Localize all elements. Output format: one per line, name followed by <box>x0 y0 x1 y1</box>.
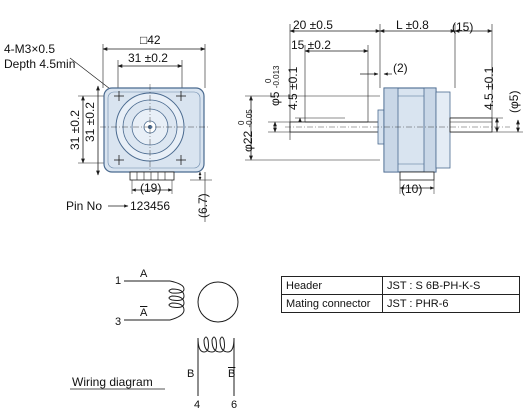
pin-6-label: 6 <box>231 399 238 411</box>
wiring-title: Wiring diagram <box>72 375 153 389</box>
hole-note-line2: Depth 4.5min <box>4 57 76 71</box>
shaft-dia-label: φ5 -0.013 <box>268 66 284 107</box>
hole-note-line1: 4-M3×0.5 <box>4 42 56 56</box>
connector-side <box>399 171 435 181</box>
pin-1-label: 1 <box>115 275 122 287</box>
phase-a-bar-label: A <box>140 307 148 319</box>
spec-value: JST : S 6B-PH-K-S <box>382 276 520 295</box>
flat-depth-label: 4.5 ±0.1 <box>286 66 300 110</box>
rear-length-label: (15) <box>452 20 474 34</box>
phase-a-label: A <box>140 268 148 280</box>
connector-offset-label: (6.7) <box>196 193 210 218</box>
phase-b-label: B <box>187 368 195 380</box>
hole-pitch-v-label-inner: 31 ±0.2 <box>83 102 97 142</box>
wiring-schematic <box>124 280 239 396</box>
flange-thickness-label: (2) <box>393 61 408 75</box>
front-view <box>69 44 212 222</box>
pin-no-label: Pin No <box>66 199 103 213</box>
pin-4-label: 4 <box>194 399 201 411</box>
shaft-dia-tol-top: 0 <box>264 78 273 83</box>
spec-table: Header JST : S 6B-PH-K-S Mating connecto… <box>281 276 520 313</box>
shaft-dia-tol-bottom: -0.013 <box>272 65 281 89</box>
hole-pitch-v-label-outer: 31 ±0.2 <box>68 110 82 150</box>
spec-label: Mating connector <box>281 294 383 313</box>
boss-dia-tol-top: 0 <box>237 120 246 125</box>
spec-label: Header <box>281 276 383 295</box>
table-row: Header JST : S 6B-PH-K-S <box>281 276 520 295</box>
hole-pitch-h-label: 31 ±0.2 <box>128 51 168 65</box>
shaft-dia-value: φ5 <box>268 91 282 106</box>
flat-length-label: 15 ±0.2 <box>291 38 331 52</box>
body-length-label: L ±0.8 <box>396 18 429 32</box>
pin-numbers-label: 123456 <box>130 199 171 213</box>
connector-width-label: (19) <box>140 181 162 195</box>
table-row: Mating connector JST : PHR-6 <box>281 294 520 313</box>
rear-flat-depth-label: 4.5 ±0.1 <box>482 66 496 110</box>
side-view <box>245 24 523 194</box>
spec-value: JST : PHR-6 <box>382 294 520 313</box>
connector-front <box>129 171 175 181</box>
connector-length-label: (10) <box>401 182 423 196</box>
rear-shaft-dia-label: (φ5) <box>507 90 521 113</box>
phase-b-bar-label: B <box>228 368 236 380</box>
boss-dia-label: φ22 -0.05 <box>241 109 257 152</box>
square-size-label: □42 <box>140 33 161 47</box>
boss-dia-value: φ22 <box>241 130 255 152</box>
pin-3-label: 3 <box>115 316 122 328</box>
shaft-length-label: 20 ±0.5 <box>293 18 333 32</box>
mounting-holes <box>114 91 186 165</box>
